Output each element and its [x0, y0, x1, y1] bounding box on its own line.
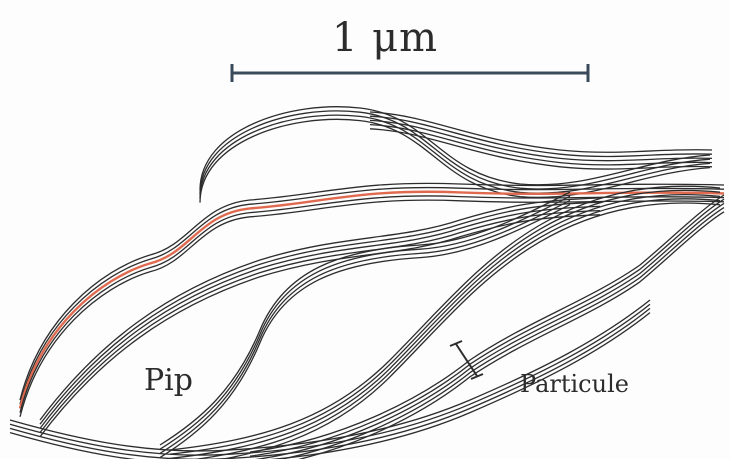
middle-long-bundle: [40, 198, 600, 437]
fibre-bundles: [10, 107, 724, 459]
particule-label: Particule: [520, 372, 629, 396]
middle-long-bundle-strand: [40, 211, 600, 433]
pip-label: Pip: [144, 366, 193, 396]
middle-long-bundle-strand: [40, 202, 600, 424]
middle-long-bundle-strand: [40, 215, 600, 437]
pip-bundle: [160, 192, 570, 458]
lower-particule-bundle-strand: [250, 203, 724, 459]
lower-particule-bundle-strand: [250, 195, 724, 452]
right-descending-bundle-strand: [170, 199, 720, 459]
scale-bar-label: 1 μm: [332, 18, 438, 58]
middle-long-bundle-strand: [40, 206, 600, 428]
lower-particule-bundle-strand: [250, 199, 724, 456]
scale-bar: [232, 64, 588, 82]
upper-right-bundle: [370, 112, 712, 169]
